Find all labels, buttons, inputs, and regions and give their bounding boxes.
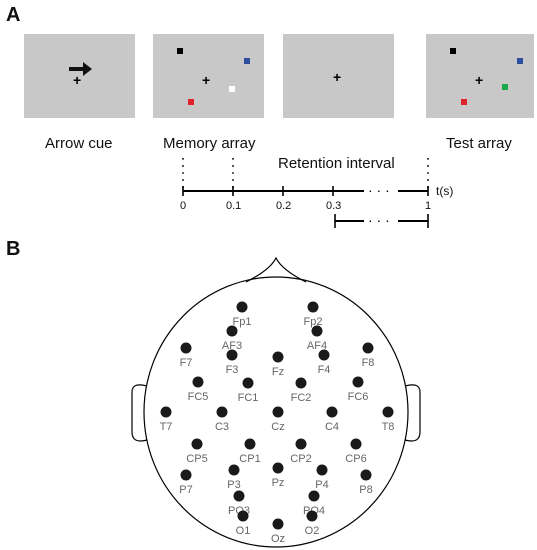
electrode-p4 bbox=[316, 464, 328, 476]
electrode-po4 bbox=[308, 490, 320, 502]
electrode-label-p8: P8 bbox=[359, 484, 372, 496]
test-item-black bbox=[450, 48, 456, 54]
test-array-screen: + bbox=[426, 34, 534, 118]
electrode-label-fc5: FC5 bbox=[188, 391, 209, 403]
electrode-c4 bbox=[326, 406, 338, 418]
retention-screen: + bbox=[283, 34, 394, 118]
fixation-cross: + bbox=[73, 72, 82, 88]
electrode-label-cp2: CP2 bbox=[290, 453, 311, 465]
caption-retention: Retention interval bbox=[278, 155, 395, 172]
electrode-label-p4: P4 bbox=[315, 479, 328, 491]
electrode-label-t7: T7 bbox=[160, 421, 173, 433]
panel-a-letter: A bbox=[6, 4, 21, 26]
right-ear bbox=[404, 384, 421, 442]
memory-item-red bbox=[188, 99, 194, 105]
electrode-label-f7: F7 bbox=[180, 357, 193, 369]
electrode-label-cp5: CP5 bbox=[186, 453, 207, 465]
electrode-label-fc6: FC6 bbox=[348, 391, 369, 403]
caption-arrow-cue: Arrow cue bbox=[45, 135, 113, 152]
memory-item-blue bbox=[244, 58, 250, 64]
test-item-green bbox=[502, 84, 508, 90]
electrode-cz bbox=[272, 406, 284, 418]
electrode-label-fc2: FC2 bbox=[291, 392, 312, 404]
electrode-o1 bbox=[237, 510, 249, 522]
fixation-cross: + bbox=[333, 69, 342, 85]
arrow-cue-screen: + bbox=[24, 34, 135, 118]
electrode-c3 bbox=[216, 406, 228, 418]
electrode-fc1 bbox=[242, 377, 254, 389]
electrode-label-cp6: CP6 bbox=[345, 453, 366, 465]
tick-label-0.1: 0.1 bbox=[226, 200, 242, 212]
electrode-label-fz: Fz bbox=[272, 366, 284, 378]
electrode-cp1 bbox=[244, 438, 256, 450]
electrode-f8 bbox=[362, 342, 374, 354]
electrode-cp5 bbox=[191, 438, 203, 450]
electrode-fc5 bbox=[192, 376, 204, 388]
axis-ellipsis: · · · bbox=[368, 182, 390, 198]
electrode-fp1 bbox=[236, 301, 248, 313]
electrode-label-f3: F3 bbox=[226, 364, 239, 376]
electrode-t8 bbox=[382, 406, 394, 418]
electrode-cp6 bbox=[350, 438, 362, 450]
fixation-cross: + bbox=[475, 72, 484, 88]
head-outline bbox=[143, 276, 409, 548]
electrode-o2 bbox=[306, 510, 318, 522]
head-nose bbox=[245, 256, 307, 283]
memory-array-screen: + bbox=[153, 34, 264, 118]
electrode-label-pz: Pz bbox=[272, 477, 285, 489]
electrode-af4 bbox=[311, 325, 323, 337]
panel-b-letter: B bbox=[6, 238, 21, 260]
electrode-label-o1: O1 bbox=[236, 525, 251, 537]
electrode-label-af3: AF3 bbox=[222, 340, 242, 352]
electrode-p8 bbox=[360, 469, 372, 481]
electrode-p3 bbox=[228, 464, 240, 476]
electrode-label-f4: F4 bbox=[318, 364, 331, 376]
memory-item-black bbox=[177, 48, 183, 54]
electrode-label-p3: P3 bbox=[227, 479, 240, 491]
caption-test-array: Test array bbox=[446, 135, 512, 152]
left-ear bbox=[131, 384, 148, 442]
electrode-af3 bbox=[226, 325, 238, 337]
test-item-red bbox=[461, 99, 467, 105]
electrode-pz bbox=[272, 462, 284, 474]
electrode-label-cp1: CP1 bbox=[239, 453, 260, 465]
electrode-label-oz: Oz bbox=[271, 533, 285, 545]
tick-label-0.3: 0.3 bbox=[326, 200, 342, 212]
electrode-label-fp2: Fp2 bbox=[304, 316, 323, 328]
electrode-label-c4: C4 bbox=[325, 421, 339, 433]
electrode-label-p7: P7 bbox=[179, 484, 192, 496]
electrode-f3 bbox=[226, 349, 238, 361]
electrode-label-fp1: Fp1 bbox=[233, 316, 252, 328]
electrode-fc6 bbox=[352, 376, 364, 388]
memory-item-white bbox=[229, 86, 235, 92]
electrode-fz bbox=[272, 351, 284, 363]
electrode-label-c3: C3 bbox=[215, 421, 229, 433]
test-item-blue bbox=[517, 58, 523, 64]
time-unit-label: t(s) bbox=[436, 184, 454, 198]
electrode-fp2 bbox=[307, 301, 319, 313]
tick-label-0: 0 bbox=[180, 200, 187, 212]
electrode-fc2 bbox=[295, 377, 307, 389]
electrode-t7 bbox=[160, 406, 172, 418]
bracket-ellipsis: · · · bbox=[368, 212, 390, 228]
electrode-p7 bbox=[180, 469, 192, 481]
electrode-cp2 bbox=[295, 438, 307, 450]
electrode-label-af4: AF4 bbox=[307, 340, 327, 352]
electrode-label-cz: Cz bbox=[271, 421, 284, 433]
arrow-icon bbox=[69, 62, 92, 76]
tick-label-0.2: 0.2 bbox=[276, 200, 292, 212]
electrode-oz bbox=[272, 518, 284, 530]
electrode-label-fc1: FC1 bbox=[238, 392, 259, 404]
electrode-f4 bbox=[318, 349, 330, 361]
electrode-label-f8: F8 bbox=[362, 357, 375, 369]
caption-memory-array: Memory array bbox=[163, 135, 256, 152]
tick-label-1: 1 bbox=[425, 200, 432, 212]
electrode-po3 bbox=[233, 490, 245, 502]
electrode-f7 bbox=[180, 342, 192, 354]
electrode-label-o2: O2 bbox=[305, 525, 320, 537]
fixation-cross: + bbox=[202, 72, 211, 88]
electrode-label-t8: T8 bbox=[382, 421, 395, 433]
